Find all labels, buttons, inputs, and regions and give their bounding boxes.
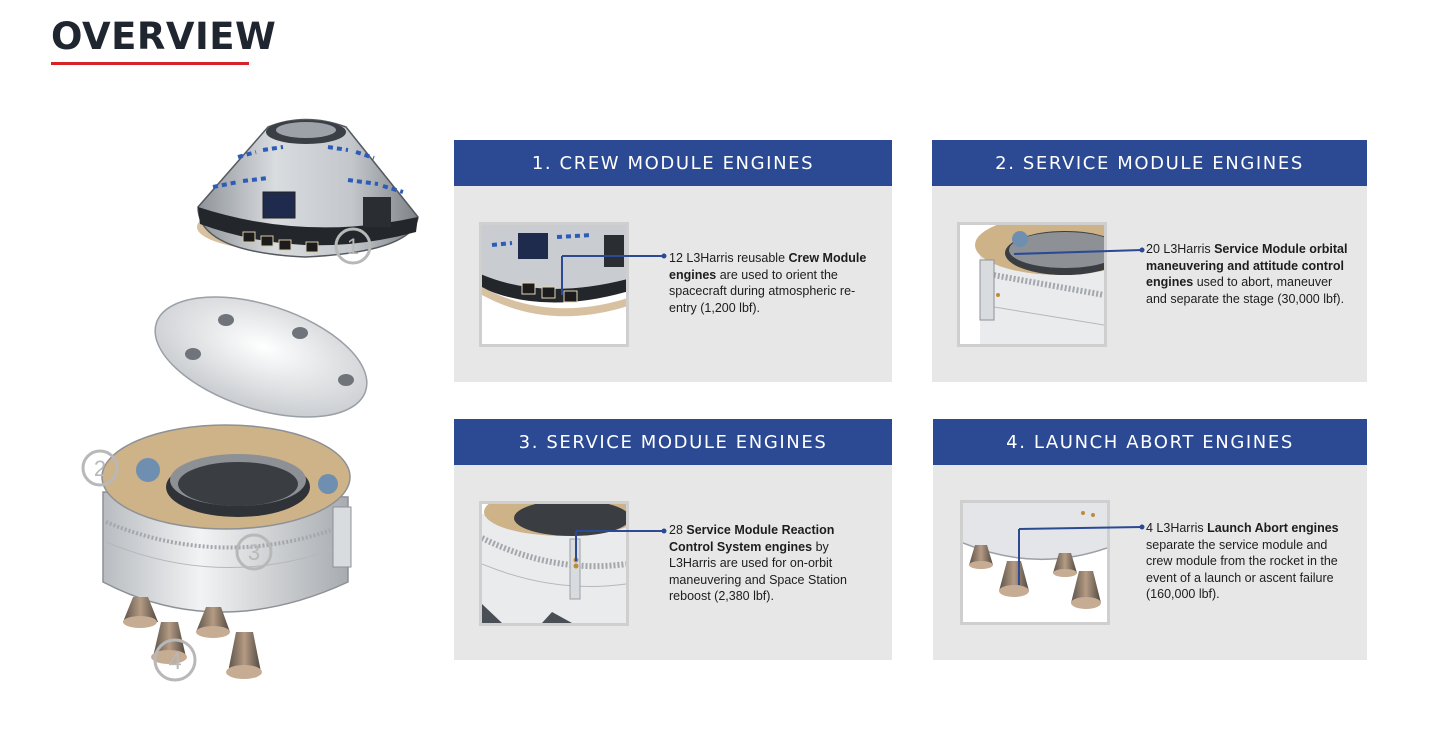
callout-number-1: 1 <box>347 234 359 259</box>
card-title: 3. SERVICE MODULE ENGINES <box>454 419 892 465</box>
leader-line-2 <box>1013 247 1145 255</box>
callout-4: 4 <box>153 638 197 682</box>
card-service-module-engines-3: 3. SERVICE MODULE ENGINES 28 Service Mod… <box>454 419 892 660</box>
card-title: 4. LAUNCH ABORT ENGINES <box>933 419 1367 465</box>
card-service-module-engines-2: 2. SERVICE MODULE ENGINES 20 L3Harris Se… <box>932 140 1367 382</box>
card-description: 4 L3Harris Launch Abort engines separate… <box>1146 521 1339 601</box>
card-crew-module-engines: 1. CREW MODULE ENGINES 12 L3Harris reusa… <box>454 140 892 382</box>
service-module-oms-engines-image <box>957 222 1107 347</box>
card-title: 1. CREW MODULE ENGINES <box>454 140 892 186</box>
leader-line-4 <box>1018 524 1145 585</box>
service-module <box>101 424 352 613</box>
launch-abort-engines-image <box>960 500 1110 625</box>
leader-line-1 <box>561 253 667 295</box>
title-underline <box>51 62 249 65</box>
callout-3: 3 <box>235 533 273 571</box>
page-title: OVERVIEW <box>51 15 277 58</box>
card-description: 12 L3Harris reusable Crew Module engines… <box>669 251 867 315</box>
callout-1: 1 <box>334 227 372 265</box>
leader-line-3 <box>575 528 667 561</box>
card-description: 20 L3Harris Service Module orbital maneu… <box>1146 242 1348 306</box>
crew-module-engines-image <box>479 222 629 347</box>
callout-2: 2 <box>81 449 119 487</box>
card-launch-abort-engines: 4. LAUNCH ABORT ENGINES 4 L3Harris Launc… <box>933 419 1367 660</box>
crew-module <box>197 118 419 258</box>
callout-number-4: 4 <box>168 648 181 675</box>
callout-number-2: 2 <box>94 456 106 481</box>
callout-number-3: 3 <box>248 540 260 565</box>
card-description: 28 Service Module Reaction Control Syste… <box>669 523 847 603</box>
service-module-rcs-engines-image <box>479 501 629 626</box>
spacecraft-exploded-illustration: 1 2 3 4 <box>81 118 419 682</box>
card-title: 2. SERVICE MODULE ENGINES <box>932 140 1367 186</box>
heat-shield <box>154 296 368 418</box>
